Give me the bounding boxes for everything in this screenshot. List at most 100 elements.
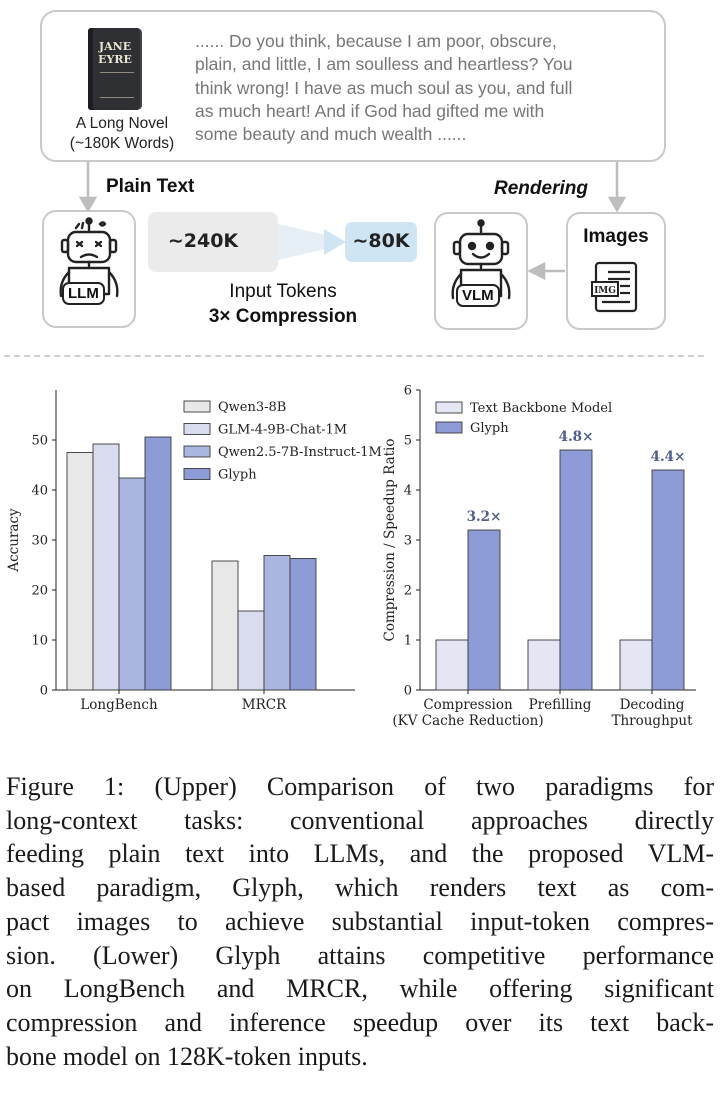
bar [118, 477, 146, 691]
image-document-icon: IMG [591, 261, 638, 313]
quote-line: ...... Do you think, because I am poor, … [195, 31, 557, 51]
caption-line: compression and inference speedup over i… [6, 1007, 714, 1037]
legend-label: GLM-4-9B-Chat-1M [218, 423, 347, 438]
book-caption-line1: A Long Novel [75, 115, 169, 132]
y-tick-label: 1 [404, 634, 412, 649]
tokens-after-value: ∼80K [352, 230, 410, 252]
data-label: 3.2× [467, 509, 502, 525]
x-tick-label: (KV Cache Reduction) [392, 713, 543, 729]
bar [467, 529, 501, 691]
x-tick-label: LongBench [80, 697, 158, 713]
book-cover-ornament [100, 72, 134, 98]
caption-line: pact images to achieve substantial input… [6, 906, 714, 936]
quote-line: some beauty and much wealth ...... [195, 124, 467, 145]
section-divider [4, 355, 704, 357]
x-tick-label: Throughput [611, 713, 693, 729]
book-title-line1: JANE [98, 40, 132, 53]
y-tick-label: 20 [31, 584, 48, 599]
quote-line: plain, and little, I am soulless and hea… [195, 54, 573, 75]
img-icon-label: IMG [594, 286, 616, 296]
input-tokens-label: Input Tokens [229, 281, 337, 302]
legend-swatch [183, 445, 211, 458]
x-tick-label: Prefilling [529, 697, 592, 713]
llm-label: LLM [62, 282, 105, 305]
bar [211, 560, 239, 691]
y-axis-title: Compression / Speedup Ratio [382, 438, 398, 641]
legend-label: Qwen3-8B [218, 400, 286, 415]
tokens-before-value: ∼240K [167, 230, 239, 252]
bar [651, 469, 685, 691]
caption-line: Figure 1: (Upper) Comparison of two para… [6, 772, 714, 801]
caption-line: bone model on 128K-token inputs. [6, 1041, 368, 1071]
images-box [566, 212, 666, 330]
y-tick-label: 6 [404, 384, 412, 399]
tokens-before-box [148, 212, 278, 272]
vlm-label: VLM [456, 284, 500, 307]
caption-line: based paradigm, Glyph, which renders tex… [6, 873, 714, 903]
book-cover-title: JANE EYRE [88, 40, 142, 66]
images-to-vlm-arrowhead [527, 261, 546, 281]
y-tick-label: 10 [31, 634, 48, 649]
y-tick-label: 0 [404, 684, 412, 699]
bar [66, 452, 94, 691]
legend-label: Qwen2.5-7B-Instruct-1M [218, 445, 382, 460]
legend-swatch [183, 468, 211, 480]
legend-swatch [183, 400, 211, 413]
figure-caption: Figure 1: (Upper) Comparison of two para… [6, 770, 714, 1073]
compression-arrowhead [324, 229, 346, 255]
legend-label: Text Backbone Model [470, 401, 612, 416]
caption-line: on LongBench and MRCR, while offering si… [6, 974, 714, 1004]
caption-line: sion. (Lower) Glyph attains competitive … [6, 940, 714, 970]
caption-line: feeding plain text into LLMs, and the pr… [6, 839, 714, 869]
novel-excerpt: ...... Do you think, because I am poor, … [195, 30, 647, 146]
y-tick-label: 40 [31, 484, 48, 499]
y-tick-label: 2 [404, 584, 412, 599]
book-title-line2: EYRE [98, 53, 132, 66]
bar [619, 639, 653, 691]
y-tick-label: 5 [404, 434, 412, 449]
diagram-arrows [78, 162, 627, 281]
x-tick-label: Compression [423, 697, 513, 713]
vlm-box [434, 212, 528, 330]
data-label: 4.4× [651, 449, 686, 465]
bar [92, 443, 120, 691]
images-label: Images [583, 226, 649, 247]
legend-label: Glyph [218, 468, 257, 483]
y-tick-label: 50 [31, 434, 48, 449]
book-caption: A Long Novel (~180K Words) [52, 114, 192, 154]
legend-swatch [435, 421, 463, 434]
legend-swatch [435, 401, 463, 414]
bar [144, 436, 172, 691]
y-tick-label: 30 [31, 534, 48, 549]
bar [559, 449, 593, 691]
data-label: 4.8× [559, 429, 594, 445]
plain-text-label: Plain Text [106, 176, 195, 197]
novel-quote-panel [40, 10, 666, 162]
llm-box [42, 210, 136, 328]
legend-label: Glyph [470, 421, 509, 436]
y-tick-label: 3 [404, 534, 412, 549]
rendering-arrowhead [607, 196, 627, 213]
quote-line: as much heart! And if God had gifted me … [195, 100, 545, 121]
y-axis-title: Accuracy [6, 508, 22, 573]
caption-line: long-context tasks: conventional approac… [6, 805, 714, 835]
x-tick-label: MRCR [242, 697, 287, 713]
y-tick-label: 0 [40, 684, 48, 699]
legend-swatch [183, 423, 211, 435]
book-caption-line2: (~180K Words) [69, 135, 175, 152]
plain-text-arrowhead [78, 196, 98, 213]
jane-eyre-book-icon: JANE EYRE [88, 28, 142, 110]
tokens-after-box [345, 222, 417, 262]
bar [527, 639, 561, 691]
quote-line: think wrong! I have as much soul as you,… [195, 77, 573, 98]
bar [263, 555, 291, 691]
bar [289, 558, 317, 691]
x-tick-label: Decoding [620, 697, 685, 713]
y-tick-label: 4 [404, 484, 412, 499]
bar [435, 639, 469, 691]
compression-label: 3× Compression [208, 306, 358, 327]
bar [237, 610, 265, 691]
compression-arrow-body [278, 224, 330, 260]
